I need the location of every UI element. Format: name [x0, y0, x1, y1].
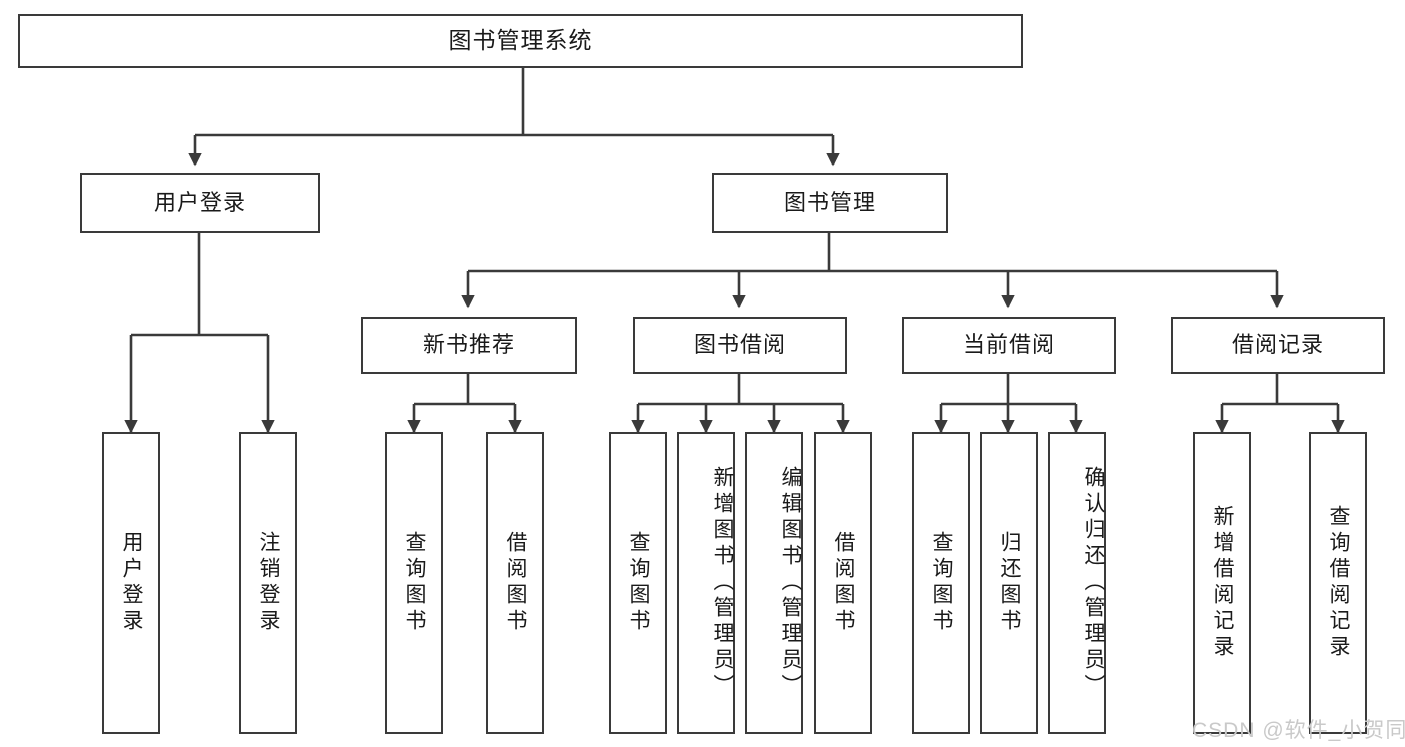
node-label: 当前借阅	[962, 332, 1055, 358]
node-label: 图书管理系统	[448, 27, 593, 54]
node-label: 注销登录	[257, 531, 281, 635]
node-label: 图书借阅	[693, 332, 786, 358]
node-leaf-logout[interactable]: 注销登录	[239, 432, 297, 734]
node-label: 借阅图书	[504, 531, 528, 635]
node-label: 新增图书（管理员）	[711, 466, 734, 700]
node-leaf-return-book[interactable]: 归还图书	[980, 432, 1038, 734]
node-label: 查询借阅记录	[1327, 505, 1351, 661]
node-leaf-query-book-current[interactable]: 查询图书	[912, 432, 970, 734]
node-book-borrow[interactable]: 图书借阅	[633, 317, 847, 374]
node-leaf-query-book-borrow[interactable]: 查询图书	[609, 432, 667, 734]
node-label: 借阅图书	[832, 531, 856, 635]
node-label: 查询图书	[930, 531, 954, 635]
node-leaf-add-borrow-record[interactable]: 新增借阅记录	[1193, 432, 1251, 734]
node-leaf-borrow-book[interactable]: 借阅图书	[814, 432, 872, 734]
node-user-login[interactable]: 用户登录	[80, 173, 320, 233]
node-book-management[interactable]: 图书管理	[712, 173, 948, 233]
node-leaf-add-book-admin[interactable]: 新增图书（管理员）	[677, 432, 735, 734]
node-leaf-edit-book-admin[interactable]: 编辑图书（管理员）	[745, 432, 803, 734]
node-current-borrow[interactable]: 当前借阅	[902, 317, 1116, 374]
node-label: 用户登录	[120, 531, 144, 635]
node-new-book-recommend[interactable]: 新书推荐	[361, 317, 577, 374]
node-leaf-query-book-recommend[interactable]: 查询图书	[385, 432, 443, 734]
node-leaf-user-login[interactable]: 用户登录	[102, 432, 160, 734]
node-label: 编辑图书（管理员）	[779, 466, 802, 700]
node-leaf-confirm-return-admin[interactable]: 确认归还（管理员）	[1048, 432, 1106, 734]
node-leaf-query-borrow-record[interactable]: 查询借阅记录	[1309, 432, 1367, 734]
watermark-csdn: CSDN @软件_小贺同学	[1192, 719, 1405, 742]
node-root-book-management-system[interactable]: 图书管理系统	[18, 14, 1023, 68]
node-label: 新增借阅记录	[1211, 505, 1235, 661]
node-label: 归还图书	[998, 531, 1022, 635]
node-label: 用户登录	[153, 189, 246, 215]
node-label: 新书推荐	[422, 332, 515, 358]
node-label: 借阅记录	[1231, 332, 1324, 358]
node-label: 查询图书	[627, 531, 651, 635]
node-label: 确认归还（管理员）	[1082, 466, 1105, 700]
node-borrow-records[interactable]: 借阅记录	[1171, 317, 1385, 374]
node-label: 图书管理	[783, 189, 876, 215]
node-label: 查询图书	[403, 531, 427, 635]
node-leaf-borrow-book-recommend[interactable]: 借阅图书	[486, 432, 544, 734]
